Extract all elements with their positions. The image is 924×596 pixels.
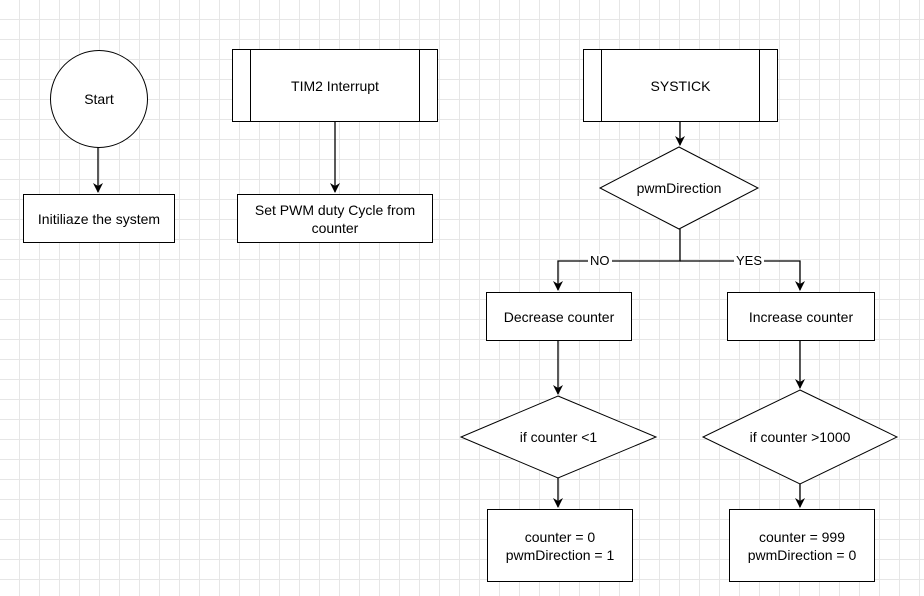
reset-low-label: counter = 0 pwmDirection = 1 xyxy=(505,528,615,563)
set-pwm-node[interactable]: Set PWM duty Cycle from counter xyxy=(237,194,433,243)
systick-label: SYSTICK xyxy=(650,77,711,94)
pwm-direction-label: pwmDirection xyxy=(636,180,722,196)
tim2-interrupt-label: TIM2 Interrupt xyxy=(291,77,379,94)
reset-high-node[interactable]: counter = 999 pwmDirection = 0 xyxy=(729,509,875,582)
init-node-label: Initiliaze the system xyxy=(37,210,161,227)
edge-direction-no xyxy=(553,229,681,291)
if-counter-high-label: if counter >1000 xyxy=(749,429,851,445)
tim2-interrupt-node[interactable]: TIM2 Interrupt xyxy=(232,49,438,122)
reset-high-label: counter = 999 pwmDirection = 0 xyxy=(747,528,857,563)
set-pwm-label: Set PWM duty Cycle from counter xyxy=(254,201,416,236)
if-counter-low-label: if counter <1 xyxy=(519,429,598,445)
init-node[interactable]: Initiliaze the system xyxy=(23,194,175,243)
start-node-label: Start xyxy=(84,91,114,107)
increase-counter-label: Increase counter xyxy=(748,308,854,325)
edge-label-no: NO xyxy=(588,253,612,268)
start-node[interactable]: Start xyxy=(50,50,148,148)
edge-direction-yes xyxy=(680,260,805,291)
decrease-counter-node[interactable]: Decrease counter xyxy=(486,292,632,341)
reset-low-node[interactable]: counter = 0 pwmDirection = 1 xyxy=(487,509,633,582)
increase-counter-node[interactable]: Increase counter xyxy=(727,292,875,341)
decrease-counter-label: Decrease counter xyxy=(503,308,615,325)
edge-label-yes: YES xyxy=(734,253,765,268)
decision-pwm-direction-shape[interactable] xyxy=(598,146,760,230)
systick-node[interactable]: SYSTICK xyxy=(583,49,778,122)
